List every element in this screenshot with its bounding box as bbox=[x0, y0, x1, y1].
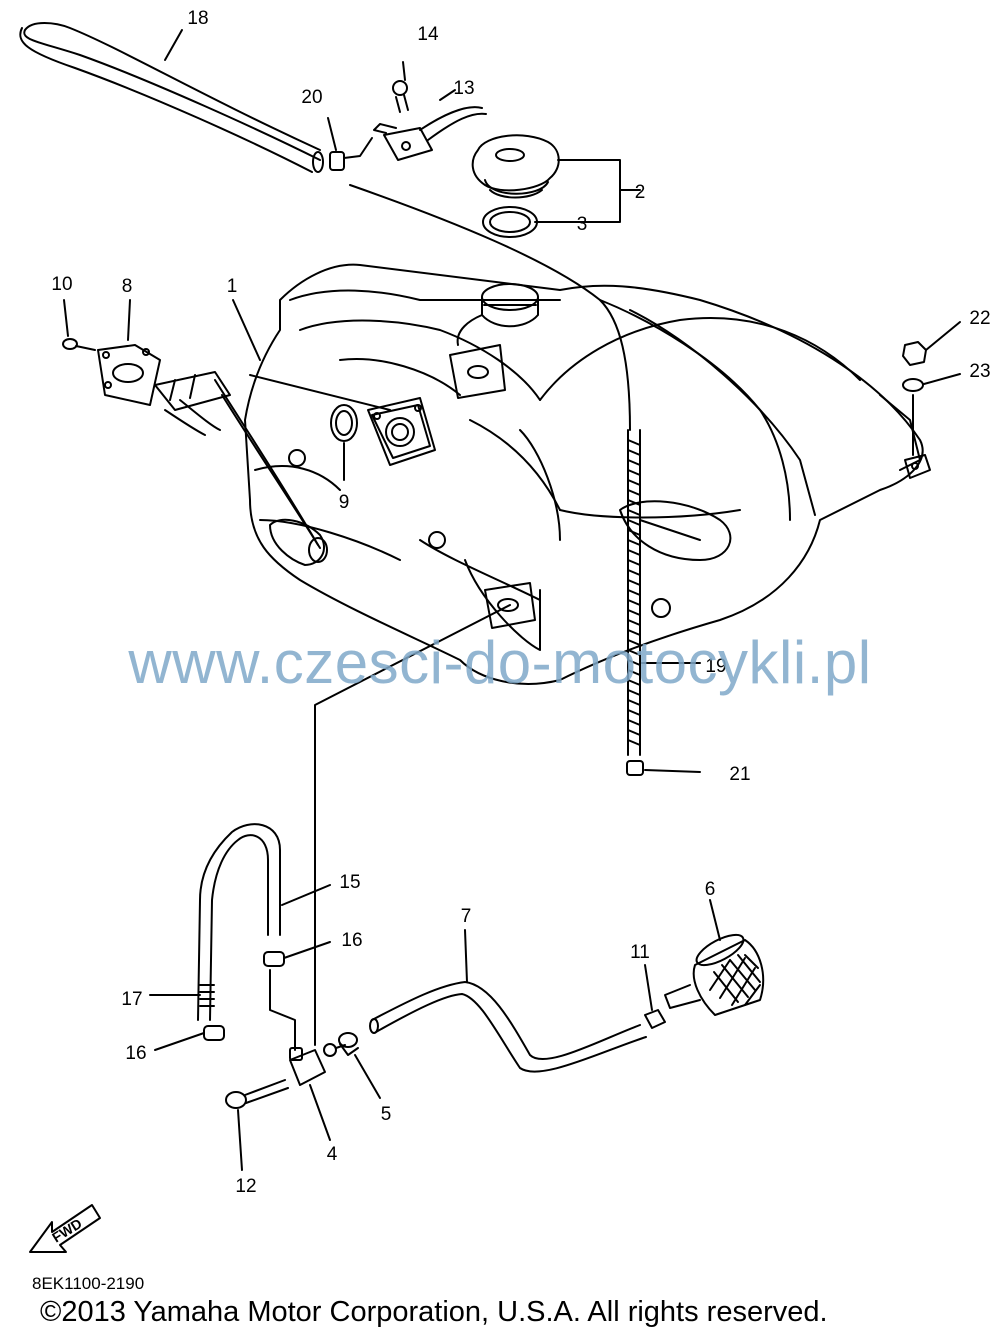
callout-22: 22 bbox=[969, 308, 990, 329]
callout-14: 14 bbox=[417, 24, 439, 45]
callout-21: 21 bbox=[729, 764, 750, 785]
callout-2: 2 bbox=[635, 182, 646, 203]
callout-17: 17 bbox=[121, 989, 142, 1010]
sender-o-ring bbox=[330, 404, 358, 481]
cap-gasket bbox=[482, 206, 538, 238]
bracket-2-3 bbox=[534, 159, 641, 223]
watermark: www.czesci-do-motocykli.pl bbox=[128, 629, 872, 696]
callout-4: 4 bbox=[327, 1144, 338, 1165]
callout-18: 18 bbox=[187, 8, 208, 29]
hose-clip-lower bbox=[154, 1025, 225, 1051]
callout-7: 7 bbox=[461, 906, 472, 927]
hose-protector bbox=[149, 984, 215, 1007]
callout-8: 8 bbox=[122, 276, 133, 297]
callout-6: 6 bbox=[705, 879, 716, 900]
callout-3: 3 bbox=[577, 214, 588, 235]
fuel-tank bbox=[232, 263, 931, 685]
callout-15: 15 bbox=[339, 872, 360, 893]
copyright: ©2013 Yamaha Motor Corporation, U.S.A. A… bbox=[40, 1296, 828, 1328]
callout-5: 5 bbox=[381, 1104, 392, 1125]
fuel-petcock bbox=[289, 1043, 346, 1141]
mount-nut bbox=[902, 321, 961, 366]
hose-clip-upper bbox=[263, 941, 331, 967]
filter-clip bbox=[644, 964, 666, 1029]
pipe-collar bbox=[338, 1032, 381, 1099]
callout-10: 10 bbox=[51, 274, 72, 295]
fuel-cap bbox=[471, 134, 560, 199]
overflow-hose bbox=[349, 184, 701, 756]
callout-16: 16 bbox=[341, 930, 362, 951]
fuel-hose-upper bbox=[197, 823, 331, 1021]
sender-screw bbox=[62, 299, 96, 351]
hose-clip bbox=[327, 117, 373, 171]
callout-12: 12 bbox=[235, 1176, 256, 1197]
callout-19: 19 bbox=[705, 656, 726, 677]
callout-11: 11 bbox=[630, 942, 650, 963]
fuel-filter bbox=[664, 899, 765, 1016]
fuel-sender-unit bbox=[97, 299, 391, 566]
overflow-hose-clip bbox=[626, 760, 701, 776]
callout-1: 1 bbox=[227, 276, 238, 297]
petcock-screw bbox=[225, 1079, 289, 1171]
drawing-code: 8EK1100-2190 bbox=[32, 1274, 145, 1293]
vent-fitting bbox=[373, 61, 487, 161]
callout-23: 23 bbox=[969, 361, 990, 382]
breather-hose bbox=[19, 22, 324, 173]
callout-16: 16 bbox=[125, 1043, 146, 1064]
callout-9: 9 bbox=[339, 492, 350, 513]
fwd-arrow-icon bbox=[29, 1204, 101, 1253]
callout-20: 20 bbox=[301, 87, 322, 108]
fuel-pipe bbox=[369, 929, 647, 1073]
mount-washer bbox=[902, 373, 961, 456]
callout-13: 13 bbox=[453, 78, 474, 99]
